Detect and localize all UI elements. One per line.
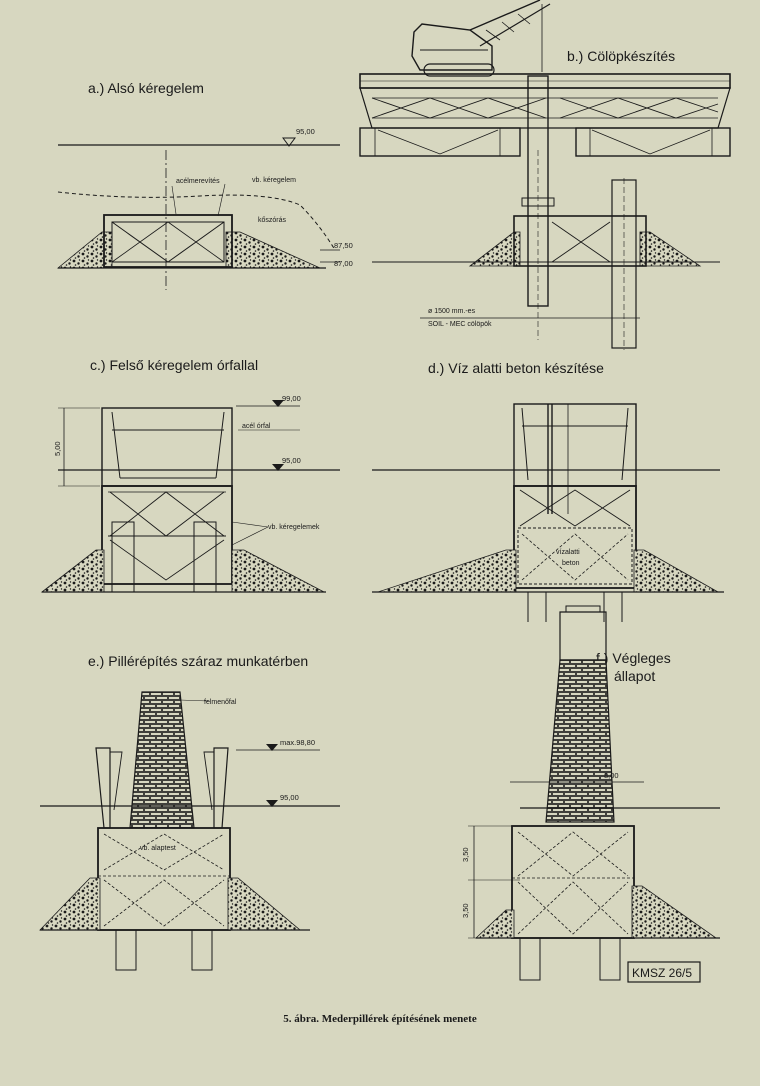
upper-shell-d (513, 485, 637, 589)
gravel-right-e (227, 877, 302, 931)
lower-shell-element (103, 214, 233, 268)
drawing-stamp: KMSZ 26/5 (632, 966, 692, 980)
pile-right-e (191, 929, 213, 971)
lower-shell-b (513, 215, 647, 267)
dim-width: 8,00 (604, 771, 619, 780)
river-bed-line (57, 191, 336, 251)
pile-left-e (115, 929, 137, 971)
drawing-stamp-box (627, 961, 701, 983)
dim-h1: 3,50 (461, 847, 470, 862)
panel-e: e.) Pillérépítés száraz munkatérben felm… (39, 653, 340, 971)
leader-stiffener (171, 185, 177, 215)
dim-height: 5,00 (53, 441, 62, 456)
panel-e-level-water: 95,00 (280, 793, 299, 802)
level-marker-99 (272, 400, 284, 407)
crane (411, 0, 551, 77)
upper-shell-c (101, 485, 233, 585)
label-steel-wall: acél órfal (242, 423, 271, 430)
panel-b: b.) Cölöpkészítés (359, 0, 731, 350)
gravel-right-b (639, 231, 702, 267)
pile-casing (521, 75, 555, 340)
panel-c-level-water: 95,00 (282, 456, 301, 465)
dim-h2: 3,50 (461, 903, 470, 918)
label-gravel: kőszórás (258, 217, 287, 224)
figure-caption: 5. ábra. Mederpillérek építésének menete (283, 1013, 477, 1025)
label-concrete-1: vízalatti (556, 549, 580, 556)
label-formwork: felmenőfal (204, 699, 237, 706)
water-marker-c (272, 464, 284, 471)
floating-platform (359, 73, 731, 157)
panel-c-title: c.) Felső kéregelem órfallal (90, 357, 258, 373)
pier-shaft-e (129, 691, 195, 829)
panel-f-title-2: állapot (614, 668, 655, 684)
label-pile-2: SOIL - MEC cölöpök (428, 321, 492, 328)
gravel-right-f (631, 885, 718, 939)
label-pile-1: ø 1500 mm.-es (428, 308, 476, 315)
upper-shell-e (97, 827, 231, 931)
panel-d: d.) Víz alatti beton készítése vízalatti… (372, 360, 724, 622)
label-stiffener: acélmerevítés (176, 178, 220, 185)
concrete-pipe (547, 404, 569, 514)
existing-pile (611, 178, 637, 350)
gravel-left-e (39, 877, 101, 931)
pier-shaft-f (545, 605, 615, 823)
label-base: vb. alaptest (140, 845, 176, 852)
pile-right-f (599, 937, 621, 981)
panel-a-title: a.) Alsó kéregelem (88, 80, 204, 96)
panel-f-title-1: f.) Végleges (596, 650, 671, 666)
label-shells: vb. kéregelemek (268, 524, 320, 531)
gravel-right-c (231, 549, 325, 593)
panel-f: f.) Végleges állapot 8,00 3,50 3,50 KMSZ… (461, 605, 720, 983)
panel-c: c.) Felső kéregelem órfallal 5,00 99,00 … (40, 357, 340, 593)
underwater-concrete (517, 527, 633, 585)
panel-a-water-level: 95,00 (296, 127, 315, 136)
panel-b-title: b.) Cölöpkészítés (567, 48, 675, 64)
panel-e-level-max: max.98,80 (280, 738, 315, 747)
label-shell: vb. kéregelem (252, 177, 296, 184)
panel-a: a.) Alsó kéregelem 95,00 acélmerevítés v… (56, 80, 353, 290)
steel-wall-frame (101, 407, 300, 487)
water-level-marker (282, 137, 296, 147)
pile-left-c (111, 521, 135, 593)
gravel-right-d (633, 549, 720, 593)
pile-right-c (193, 521, 217, 593)
panel-e-title: e.) Pillérépítés száraz munkatérben (88, 653, 308, 669)
gravel-left-f (474, 909, 515, 939)
panel-a-level-1: 87,50 (334, 241, 353, 250)
label-concrete-2: beton (562, 560, 580, 567)
panel-c-level-top: 99,00 (282, 394, 301, 403)
panel-a-level-2: 87,00 (334, 259, 353, 268)
leader-shell (217, 183, 226, 217)
base-block-f (511, 825, 635, 939)
gravel-left-b (468, 231, 521, 267)
pile-left-f (519, 937, 541, 981)
gravel-left-c (40, 549, 105, 593)
panel-d-title: d.) Víz alatti beton készítése (428, 360, 604, 376)
gravel-left-d (377, 549, 517, 593)
gravel-right (225, 231, 321, 269)
steel-wall-frame-d (513, 403, 637, 487)
